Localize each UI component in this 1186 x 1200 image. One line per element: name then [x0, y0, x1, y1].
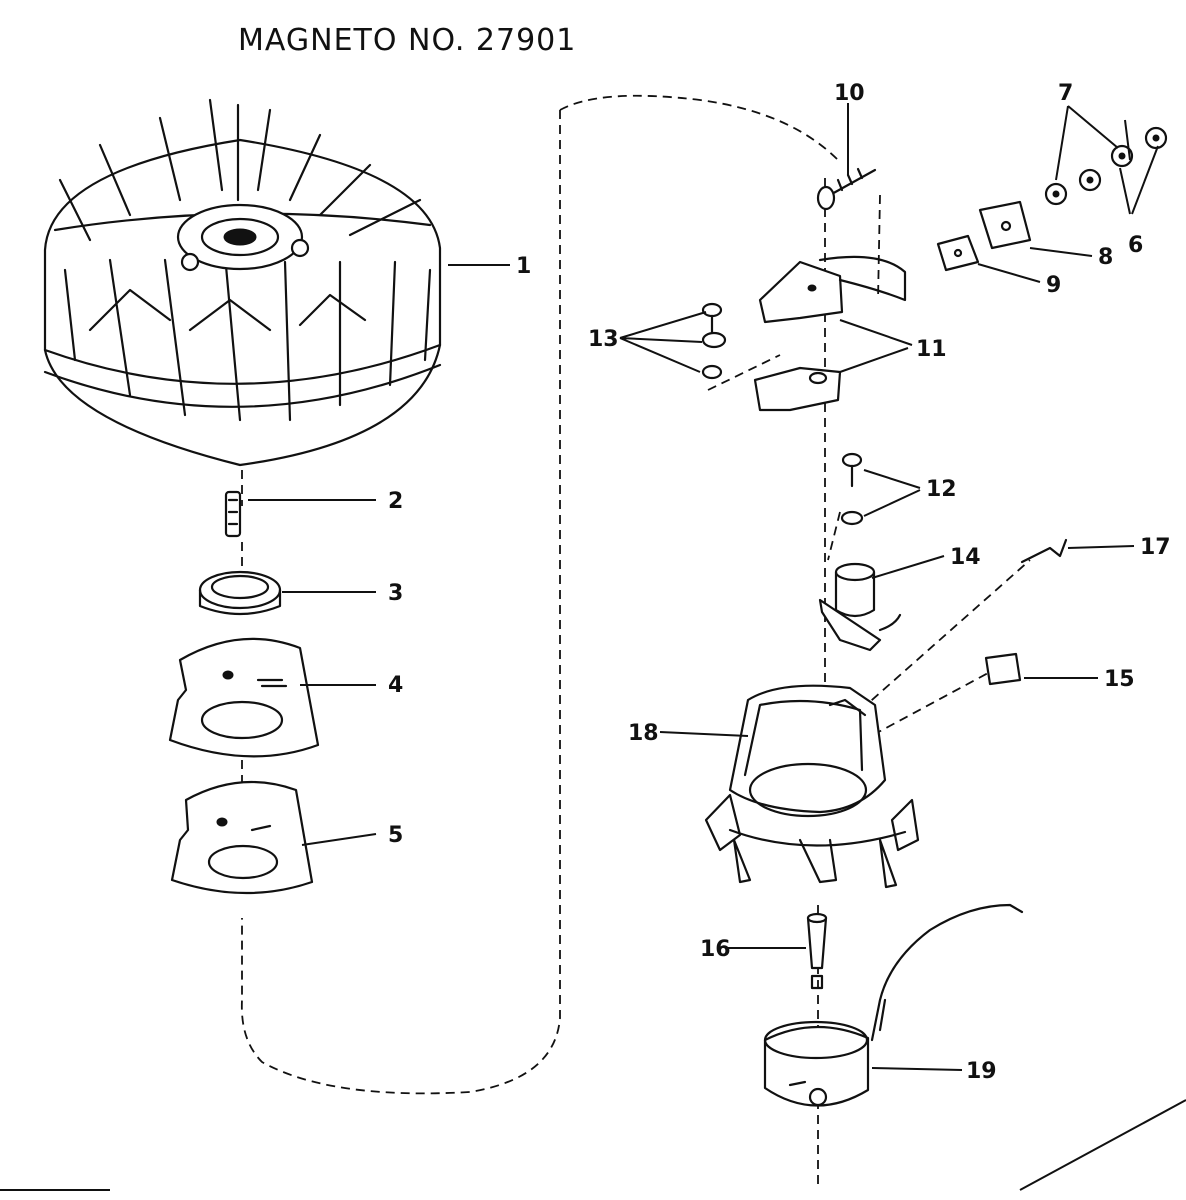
- clip-9: [936, 234, 980, 272]
- cam-16: [806, 912, 828, 990]
- label-5: 5: [388, 823, 403, 848]
- leader-lines: [0, 103, 1186, 1191]
- plate-b: [170, 780, 314, 895]
- key: [224, 490, 242, 538]
- stator-base: [704, 684, 920, 889]
- flywheel: [43, 98, 442, 467]
- spring-clip-17: [1020, 538, 1068, 564]
- label-10: 10: [834, 81, 865, 106]
- bracket-11: [753, 255, 907, 412]
- diagram-title: MAGNETO NO. 27901: [238, 23, 576, 58]
- part-labels: 1 2 3 4 5 6 7 8 9 10 11 12 13 14 15 16 1…: [388, 81, 1171, 1084]
- screw-10: [816, 167, 877, 211]
- condenser: [818, 562, 902, 652]
- label-1: 1: [516, 254, 531, 279]
- label-6: 6: [1128, 233, 1143, 258]
- nuts-6-7: [1044, 126, 1168, 206]
- screw-13: [701, 302, 727, 380]
- clip-8: [978, 200, 1032, 250]
- label-9: 9: [1046, 273, 1061, 298]
- plate-a: [168, 637, 320, 758]
- label-15: 15: [1104, 667, 1135, 692]
- hub-ring: [198, 570, 282, 616]
- label-18: 18: [628, 721, 659, 746]
- label-3: 3: [388, 581, 403, 606]
- label-4: 4: [388, 673, 403, 698]
- label-16: 16: [700, 937, 731, 962]
- label-11: 11: [916, 337, 947, 362]
- label-8: 8: [1098, 245, 1113, 270]
- coil: [763, 903, 1024, 1107]
- label-12: 12: [926, 477, 957, 502]
- label-19: 19: [966, 1059, 997, 1084]
- label-17: 17: [1140, 535, 1171, 560]
- label-2: 2: [388, 489, 403, 514]
- screw-12: [840, 452, 864, 526]
- label-7: 7: [1058, 81, 1073, 106]
- label-13: 13: [588, 327, 619, 352]
- label-14: 14: [950, 545, 981, 570]
- felt-pad: [984, 652, 1022, 686]
